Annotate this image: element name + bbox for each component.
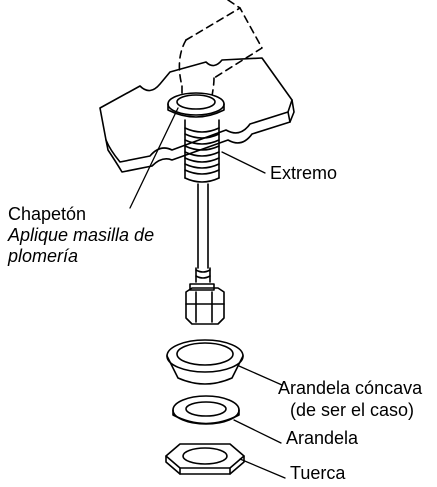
compression-nut [185, 283, 225, 325]
label-arandela: Arandela [286, 428, 359, 448]
label-plomeria: plomería [8, 246, 79, 266]
leader-chapeton [129, 107, 179, 209]
label-arandela-concava: Arandela cóncava [278, 378, 423, 398]
faucet-body-dashed [178, 0, 263, 105]
leader-arandela-concava [238, 365, 283, 386]
flange-escutcheon [167, 92, 225, 118]
supply-tube [195, 183, 211, 283]
label-tuerca: Tuerca [290, 463, 346, 483]
hex-nut-shape [165, 443, 245, 475]
leader-tuerca [239, 458, 286, 479]
label-aplique-masilla: Aplique masilla de [8, 225, 155, 245]
flat-washer-shape [172, 395, 240, 425]
leader-extremo [221, 151, 266, 174]
label-chapeton: Chapetón [8, 204, 87, 224]
leader-arandela [233, 419, 282, 444]
countertop-deck [99, 57, 295, 173]
threaded-shank [184, 119, 220, 183]
label-de-ser-el-caso: (de ser el caso) [290, 400, 415, 420]
label-extremo: Extremo [270, 163, 338, 183]
leader-lines [129, 107, 286, 479]
cone-washer-shape [166, 339, 244, 385]
